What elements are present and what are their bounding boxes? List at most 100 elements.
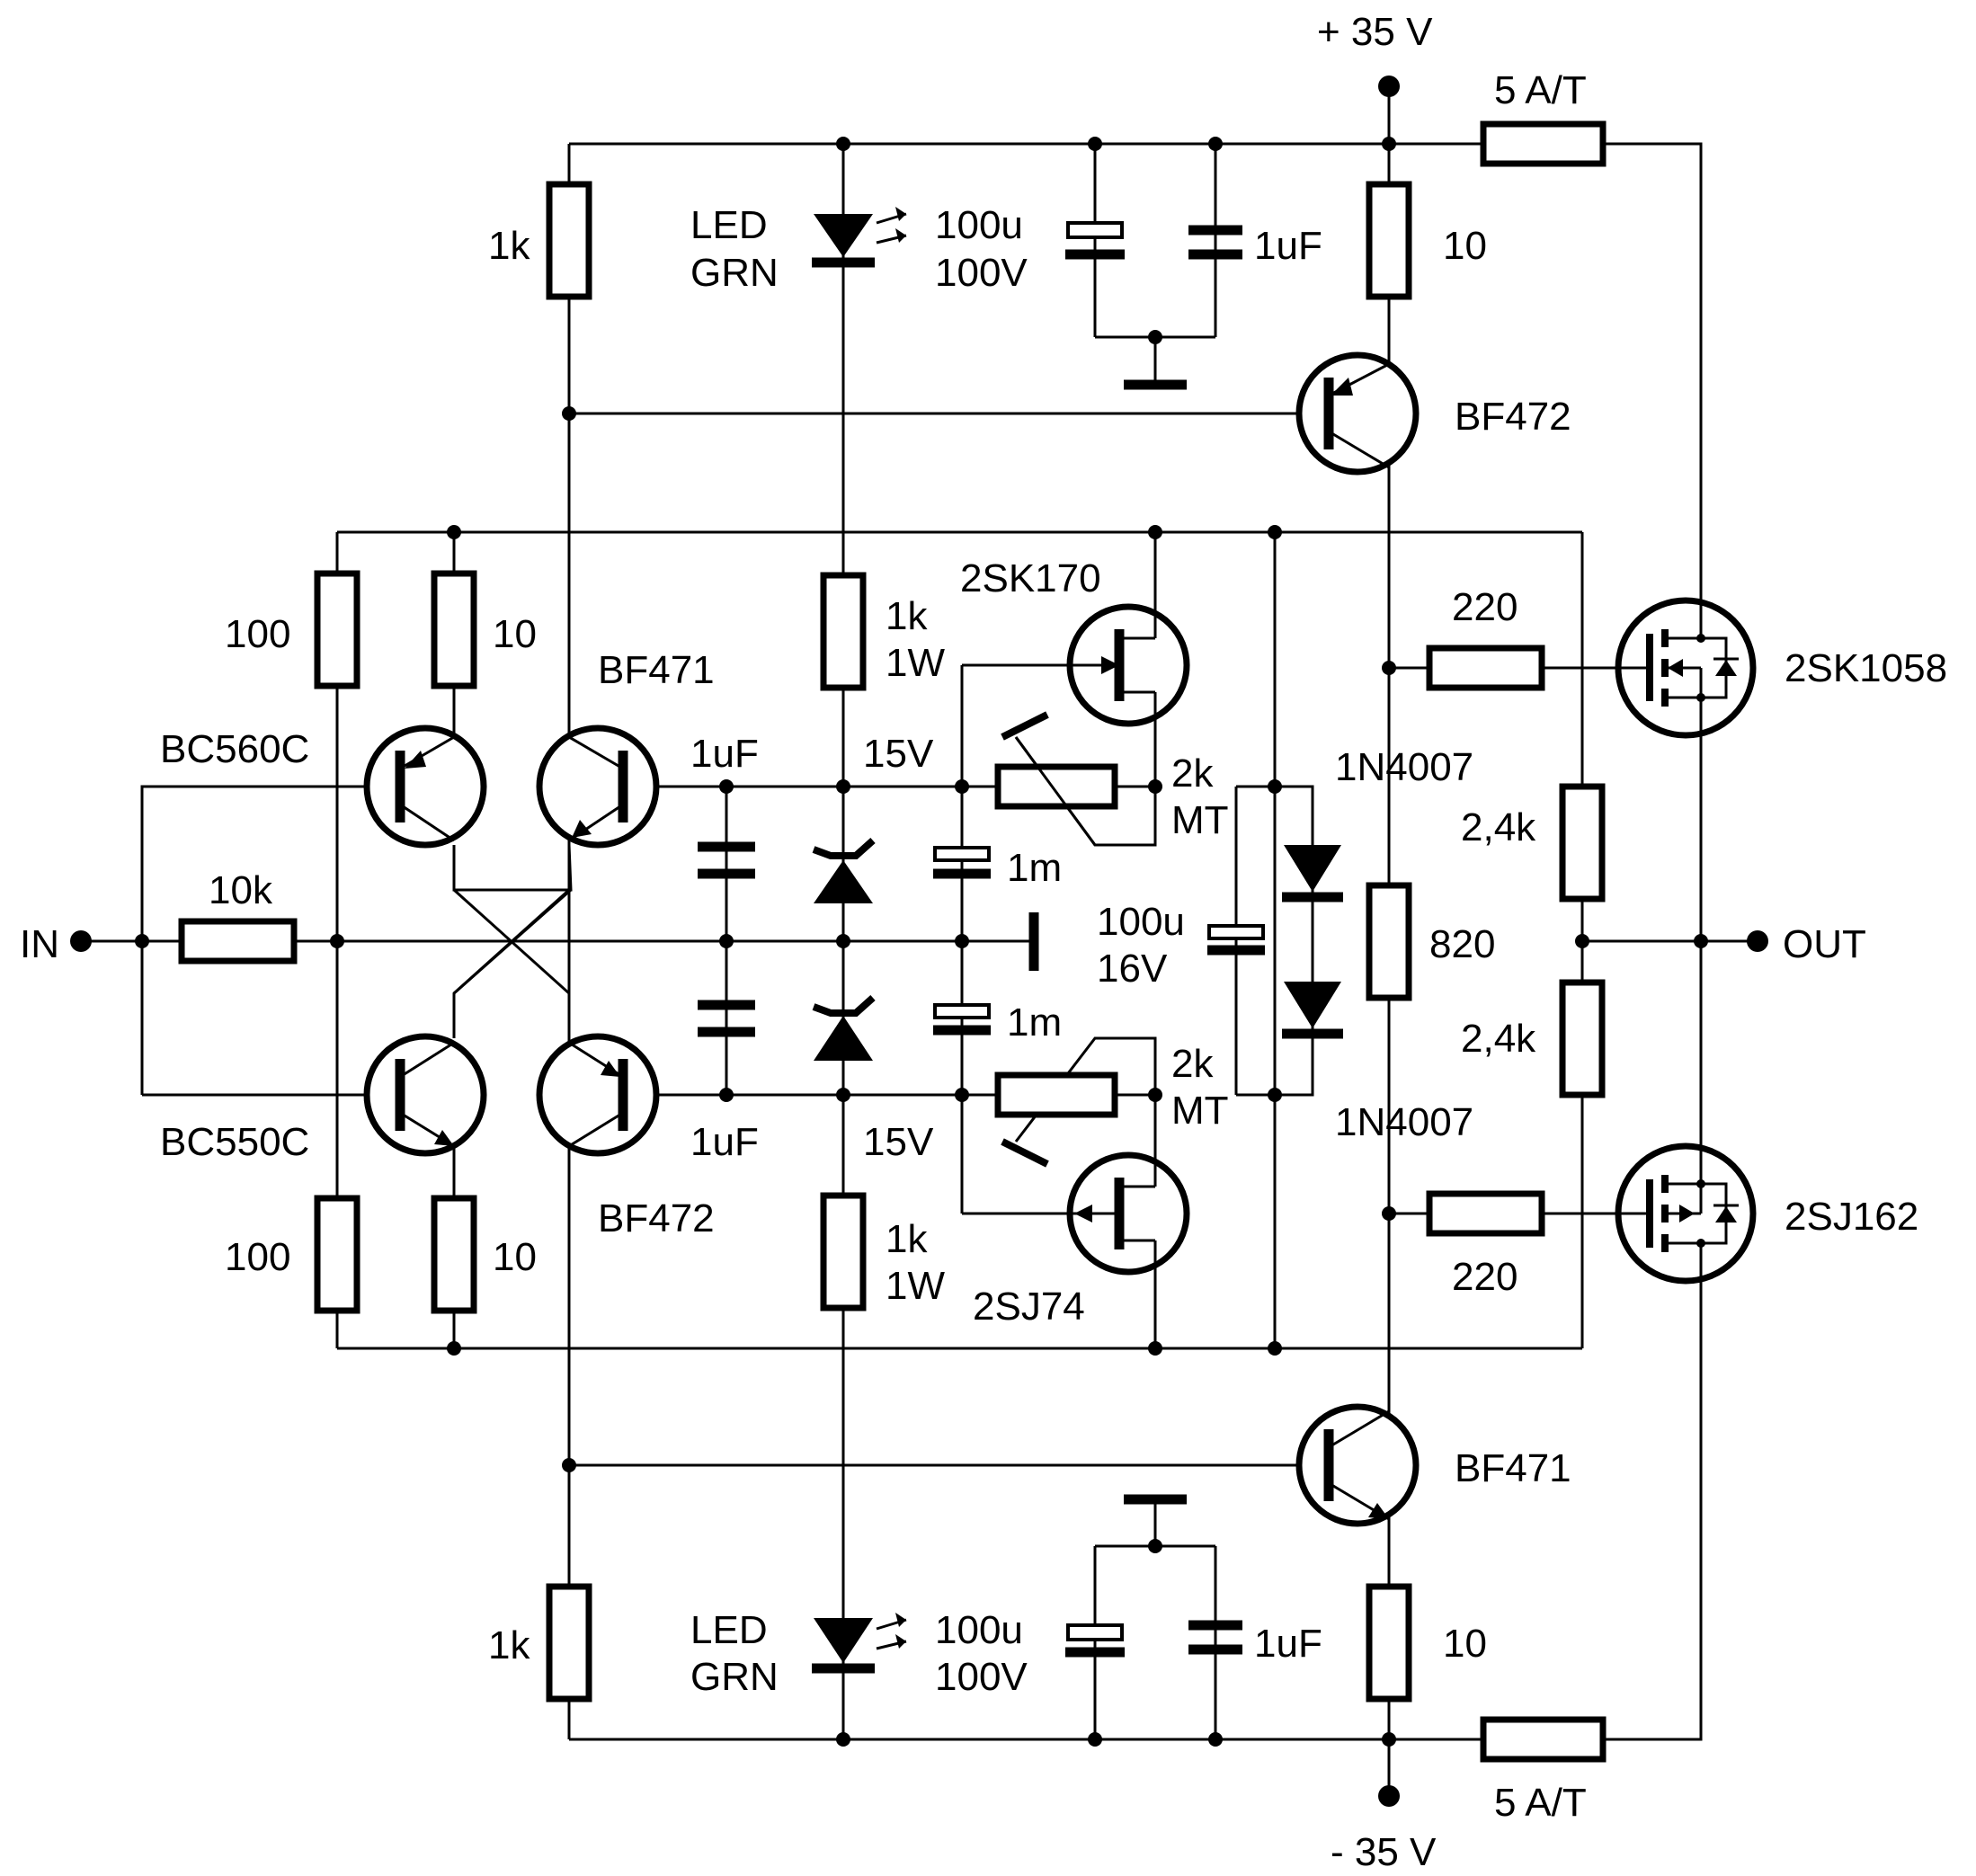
led-bot: [812, 1613, 907, 1674]
junction: [836, 137, 850, 151]
junction: [1382, 1206, 1396, 1221]
label-r-1w-zener-bot: 1W: [886, 1264, 945, 1308]
junction: [330, 934, 344, 948]
transistor-bc560c: [363, 725, 487, 849]
label-r-1k-zener-top: 1k: [886, 594, 928, 638]
transistor-bf471-bot: [1295, 1403, 1420, 1527]
label-q-bf472-top: BF472: [1455, 395, 1571, 439]
resistor-100-top: [314, 570, 360, 689]
junction: [836, 1732, 850, 1747]
junction: [1268, 1088, 1282, 1102]
capacitor-elko-bot: [1065, 1623, 1125, 1658]
resistor-2-4k-top: [1559, 783, 1606, 902]
grounds: [1028, 379, 1187, 1505]
label-r-1w-zener-top: 1W: [886, 641, 945, 685]
label-r-100-bot: 100: [225, 1235, 290, 1279]
transistors: [363, 351, 1757, 1527]
transistor-2sj162: [1615, 1142, 1757, 1285]
label-q-2sk1058: 2SK1058: [1785, 646, 1947, 690]
label-q-bc550c: BC550C: [160, 1120, 309, 1164]
transistor-2sk170: [1061, 603, 1190, 728]
label-zener-bot: 15V: [863, 1120, 934, 1164]
label-r-220-bot: 220: [1452, 1255, 1518, 1299]
junction: [1268, 525, 1282, 539]
junction: [719, 1088, 734, 1102]
zener-bot: [812, 995, 876, 1061]
label-q-2sk170: 2SK170: [960, 556, 1101, 600]
capacitor-1m-top: [933, 846, 991, 879]
junction: [1382, 1732, 1396, 1747]
resistor-100-bot: [314, 1195, 360, 1314]
label-q-bc560c: BC560C: [160, 727, 309, 771]
capacitors: [698, 144, 1265, 1658]
junction: [1208, 137, 1223, 151]
capacitor-elko-top: [1065, 144, 1125, 260]
terminal-input: [70, 930, 92, 952]
label-r-220-top: 220: [1452, 585, 1518, 629]
junction: [1148, 525, 1162, 539]
transistor-bf472-mid: [536, 1033, 660, 1157]
label-led-top-2: GRN: [690, 251, 779, 295]
junction: [955, 934, 969, 948]
label-cap-elko-top-1: 100u: [935, 203, 1023, 247]
transistor-bf472-top: [1295, 351, 1420, 476]
labels: + 35 V - 35 V IN OUT 5 A/T 5 A/T 1k 1k 1…: [20, 10, 1947, 1874]
label-trimmer-top-value: 2k: [1171, 751, 1214, 796]
label-cap-in-top: 1uF: [690, 732, 759, 776]
resistor-10-bot-out: [1366, 1583, 1412, 1703]
label-input: IN: [20, 922, 59, 966]
label-trimmer-bot-value: 2k: [1171, 1042, 1214, 1086]
junction: [836, 934, 850, 948]
transistor-2sj74: [1061, 1151, 1190, 1276]
resistor-1k-top: [546, 181, 592, 300]
resistor-10-top-out: [1366, 181, 1412, 300]
capacitor-1m-bot: [933, 1003, 991, 1036]
label-q-bf471-bot: BF471: [1455, 1446, 1571, 1490]
resistor-220-gate-bot: [1426, 1190, 1545, 1237]
label-q-bf471-mid: BF471: [598, 648, 715, 692]
transistor-2sk1058: [1615, 597, 1757, 739]
fuse-top: [1480, 120, 1607, 167]
junction: [1148, 1088, 1162, 1102]
label-r-1k-bot: 1k: [488, 1623, 530, 1667]
capacitor-in-top: [698, 841, 755, 879]
junction: [1208, 1732, 1223, 1747]
transistor-bc550c: [363, 1033, 487, 1157]
junction: [135, 934, 149, 948]
resistor-1k-1w-top: [820, 572, 867, 691]
resistor-820: [1366, 882, 1412, 1001]
label-diode-bot: 1N4007: [1335, 1100, 1473, 1144]
junctions: [135, 137, 1708, 1747]
label-cap-1m-bot: 1m: [1007, 1000, 1062, 1045]
resistor-10-top: [431, 570, 477, 689]
label-r-10-bot-out: 10: [1443, 1622, 1487, 1666]
led-top: [812, 207, 907, 268]
junction: [719, 779, 734, 794]
label-fuse-bot: 5 A/T: [1494, 1781, 1587, 1825]
terminals: [70, 76, 1768, 1807]
label-trimmer-bot-type: MT: [1171, 1089, 1229, 1133]
label-q-2sj74: 2SJ74: [973, 1285, 1085, 1329]
junction: [1268, 1341, 1282, 1356]
label-r-2-4k-top: 2,4k: [1461, 805, 1536, 849]
terminal-neg-supply: [1378, 1785, 1400, 1807]
label-r-100-top: 100: [225, 612, 290, 656]
label-q-2sj162: 2SJ162: [1785, 1195, 1918, 1239]
junction: [1148, 779, 1162, 794]
label-trimmer-top-type: MT: [1171, 798, 1229, 842]
label-zener-top: 15V: [863, 732, 934, 776]
junction: [1382, 137, 1396, 151]
resistor-1k-bot: [546, 1583, 592, 1703]
capacitor-1uf-top: [1188, 225, 1242, 260]
label-r-10-top-out: 10: [1443, 224, 1487, 268]
capacitor-elko-mid: [1207, 924, 1265, 956]
label-r-1k-top: 1k: [488, 224, 530, 268]
label-led-bot-2: GRN: [690, 1655, 779, 1699]
junction: [836, 779, 850, 794]
transistor-bf471-mid: [536, 725, 660, 849]
label-cap-elko-bot-2: 100V: [935, 1655, 1028, 1699]
label-cap-in-bot: 1uF: [690, 1120, 759, 1164]
junction: [1088, 1732, 1102, 1747]
trimmer-2k-bot: [994, 1071, 1118, 1118]
